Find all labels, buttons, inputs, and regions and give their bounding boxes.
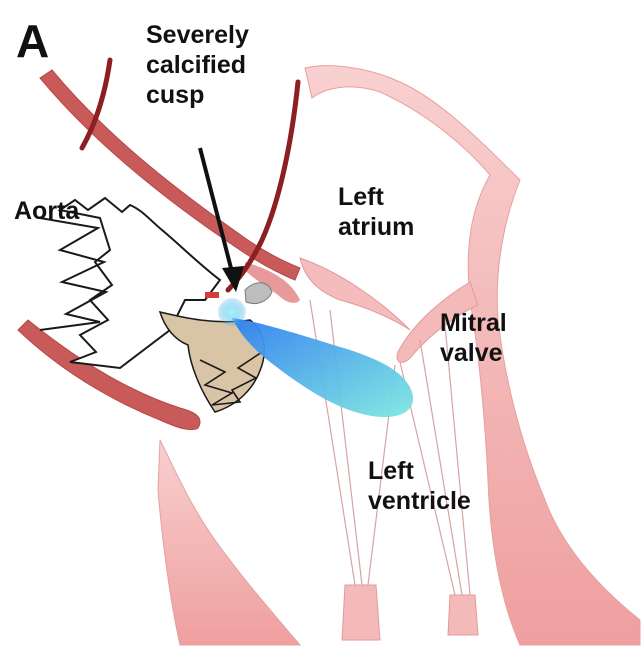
leak-spark xyxy=(218,298,246,326)
atrium-label-line2: atrium xyxy=(338,212,414,242)
label-severely-calcified-cusp: Severely calcified cusp xyxy=(146,20,249,110)
calcification-mark xyxy=(205,292,219,298)
ventricle-label-line1: Left xyxy=(368,456,471,486)
cusp-label-line3: cusp xyxy=(146,80,249,110)
panel-letter: A xyxy=(16,14,49,68)
stent-zigzag-left xyxy=(40,218,106,330)
papillary-muscle-left xyxy=(342,585,380,640)
calcified-cusp xyxy=(245,283,272,304)
mitral-label-line2: valve xyxy=(440,338,507,368)
label-aorta: Aorta xyxy=(14,196,79,226)
atrium-label-line1: Left xyxy=(338,182,414,212)
cusp-label-line1: Severely xyxy=(146,20,249,50)
label-left-ventricle: Left ventricle xyxy=(368,456,471,516)
label-left-atrium: Left atrium xyxy=(338,182,414,242)
cusp-label-line2: calcified xyxy=(146,50,249,80)
papillary-muscle-right xyxy=(448,595,478,635)
ventricular-septum xyxy=(158,440,300,645)
mitral-anterior-leaflet xyxy=(300,258,410,330)
mitral-label-line1: Mitral xyxy=(440,308,507,338)
label-mitral-valve: Mitral valve xyxy=(440,308,507,368)
ventricle-label-line2: ventricle xyxy=(368,486,471,516)
